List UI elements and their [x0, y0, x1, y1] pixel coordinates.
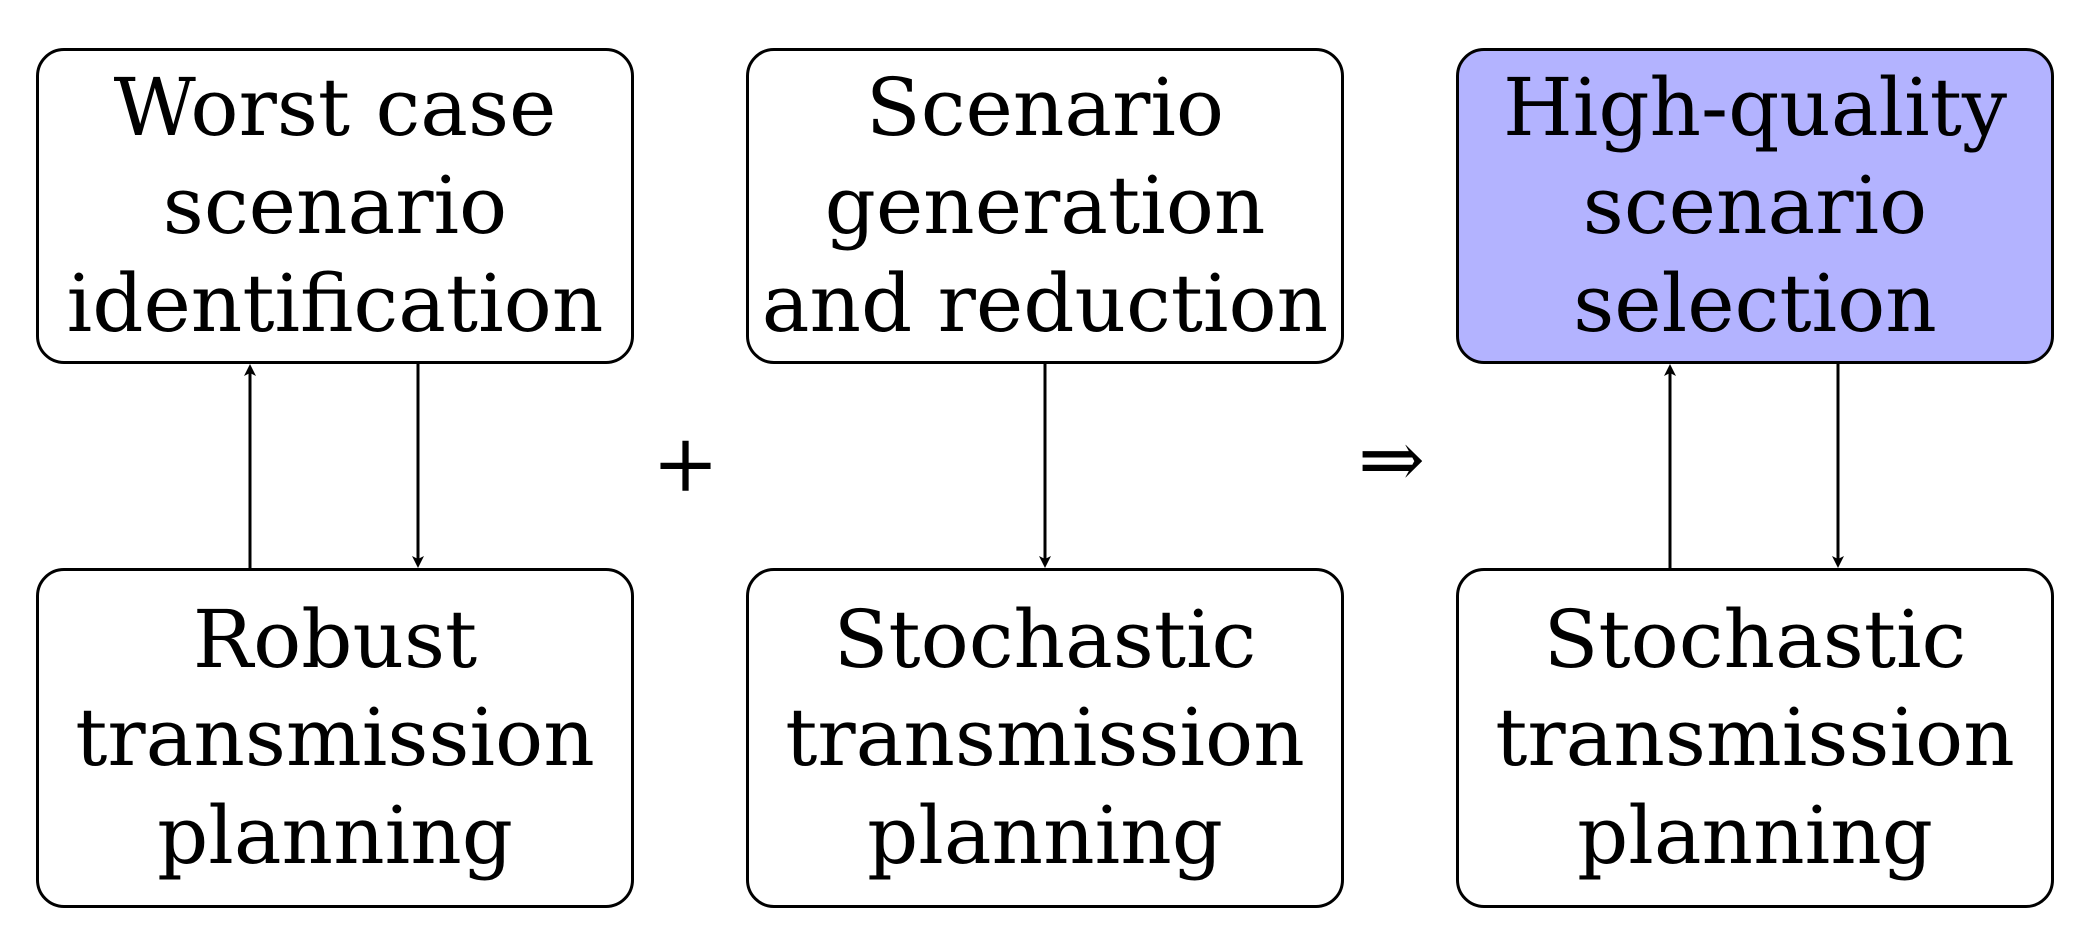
box-line: scenario: [162, 159, 508, 252]
stochastic-planning-right-box: Stochastic transmission planning: [1456, 568, 2054, 908]
stochastic-planning-middle-box: Stochastic transmission planning: [746, 568, 1344, 908]
worst-case-scenario-box: Worst case scenario identification: [36, 48, 634, 364]
box-line: and reduction: [761, 257, 1329, 350]
box-line: planning: [157, 789, 513, 882]
box-line: transmission: [1495, 691, 2015, 784]
box-line: identification: [66, 257, 604, 350]
box-line: generation: [824, 159, 1266, 252]
box-line: transmission: [785, 691, 1305, 784]
implies-operator: ⇒: [1358, 413, 1426, 506]
box-line: scenario: [1582, 159, 1928, 252]
box-line: Worst case: [113, 61, 557, 154]
box-line: selection: [1573, 257, 1937, 350]
box-line: Robust: [192, 593, 478, 686]
high-quality-scenario-selection-box: High-quality scenario selection: [1456, 48, 2054, 364]
plus-operator: +: [652, 417, 720, 510]
box-line: Stochastic: [1543, 593, 1967, 686]
box-line: Scenario: [865, 61, 1225, 154]
box-line: transmission: [75, 691, 595, 784]
scenario-generation-box: Scenario generation and reduction: [746, 48, 1344, 364]
box-line: planning: [1577, 789, 1933, 882]
box-line: High-quality: [1502, 61, 2008, 154]
box-line: Stochastic: [833, 593, 1257, 686]
robust-transmission-planning-box: Robust transmission planning: [36, 568, 634, 908]
box-line: planning: [867, 789, 1223, 882]
